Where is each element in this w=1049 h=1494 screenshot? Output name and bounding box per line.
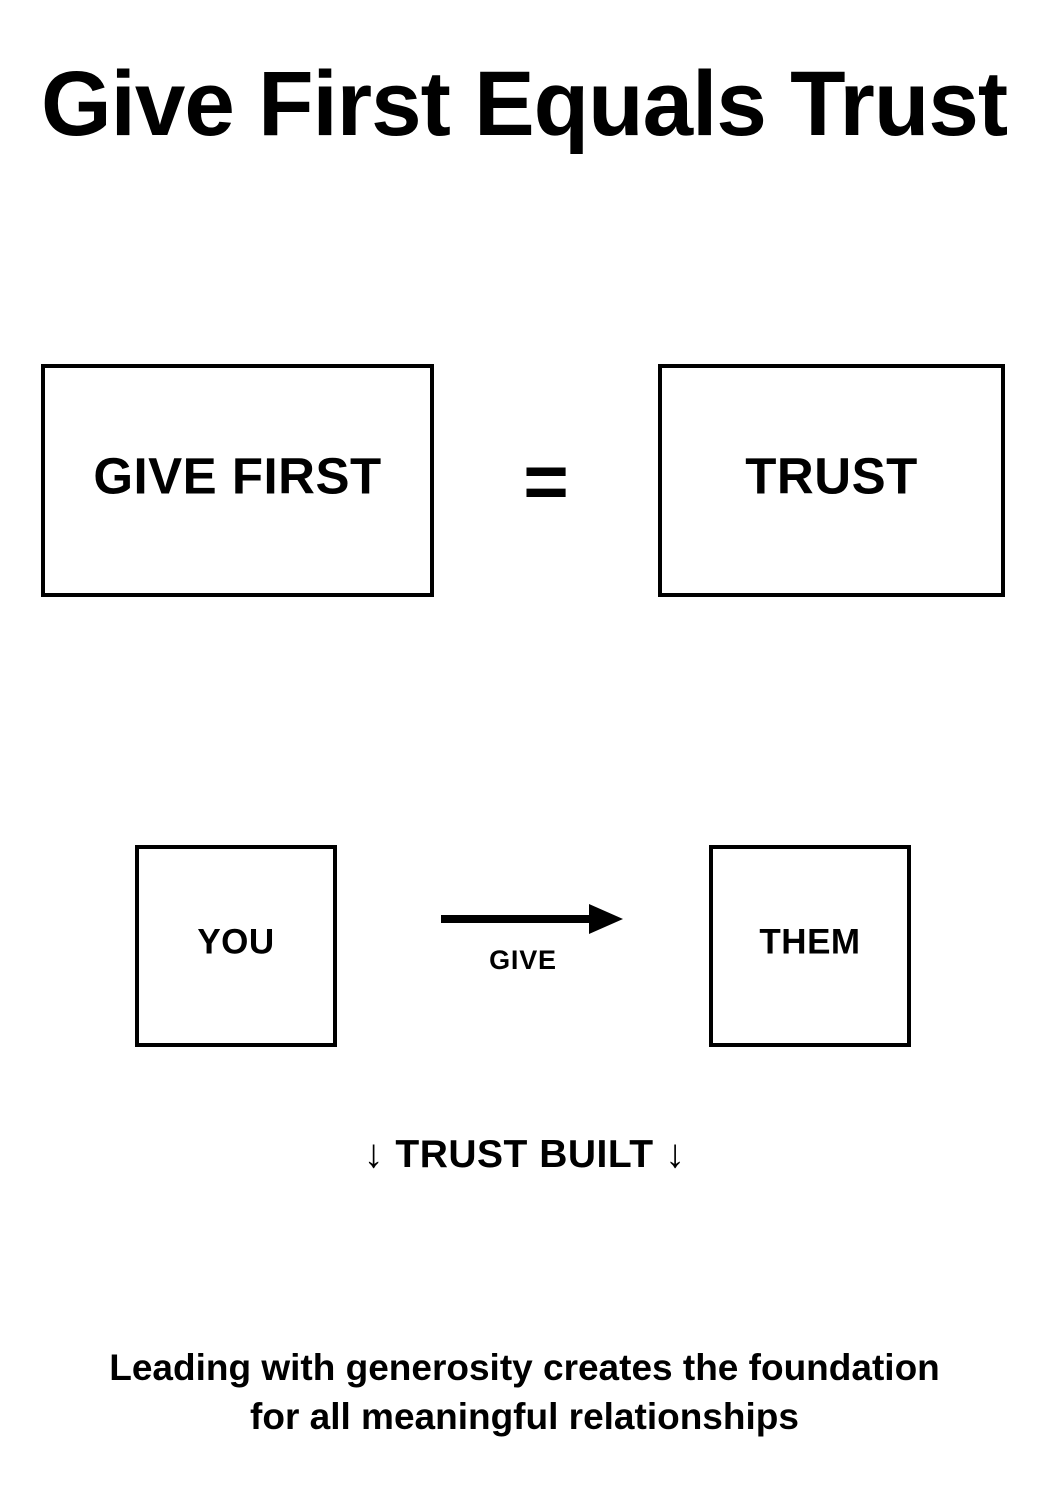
trust-built-caption: ↓ TRUST BUILT ↓ <box>0 1132 1049 1177</box>
give-first-box: GIVE FIRST <box>41 364 434 597</box>
trust-box: TRUST <box>658 364 1005 597</box>
give-arrow-group: GIVE <box>337 845 709 1047</box>
them-box: THEM <box>709 845 911 1047</box>
give-arrow-label: GIVE <box>489 945 557 975</box>
trust-built-text: TRUST BUILT <box>395 1133 654 1176</box>
give-first-box-label: GIVE FIRST <box>93 447 382 504</box>
you-box: YOU <box>135 845 337 1047</box>
flow-row: YOU GIVE THEM <box>0 845 1049 1047</box>
equation-row: GIVE FIRST = TRUST <box>0 364 1049 600</box>
arrow-right-icon <box>441 904 623 934</box>
page-title: Give First Equals Trust <box>41 53 1008 155</box>
arrow-down-right-icon: ↓ <box>664 1132 686 1176</box>
trust-box-label: TRUST <box>745 447 918 504</box>
footer-line-2: for all meaningful relationships <box>250 1395 799 1437</box>
equals-sign-icon: = <box>523 436 569 525</box>
footer-caption: Leading with generosity creates the foun… <box>0 1344 1049 1442</box>
arrow-down-left-icon: ↓ <box>363 1132 385 1176</box>
footer-line-1: Leading with generosity creates the foun… <box>109 1347 940 1388</box>
them-box-label: THEM <box>759 922 861 962</box>
you-box-label: YOU <box>197 922 275 962</box>
